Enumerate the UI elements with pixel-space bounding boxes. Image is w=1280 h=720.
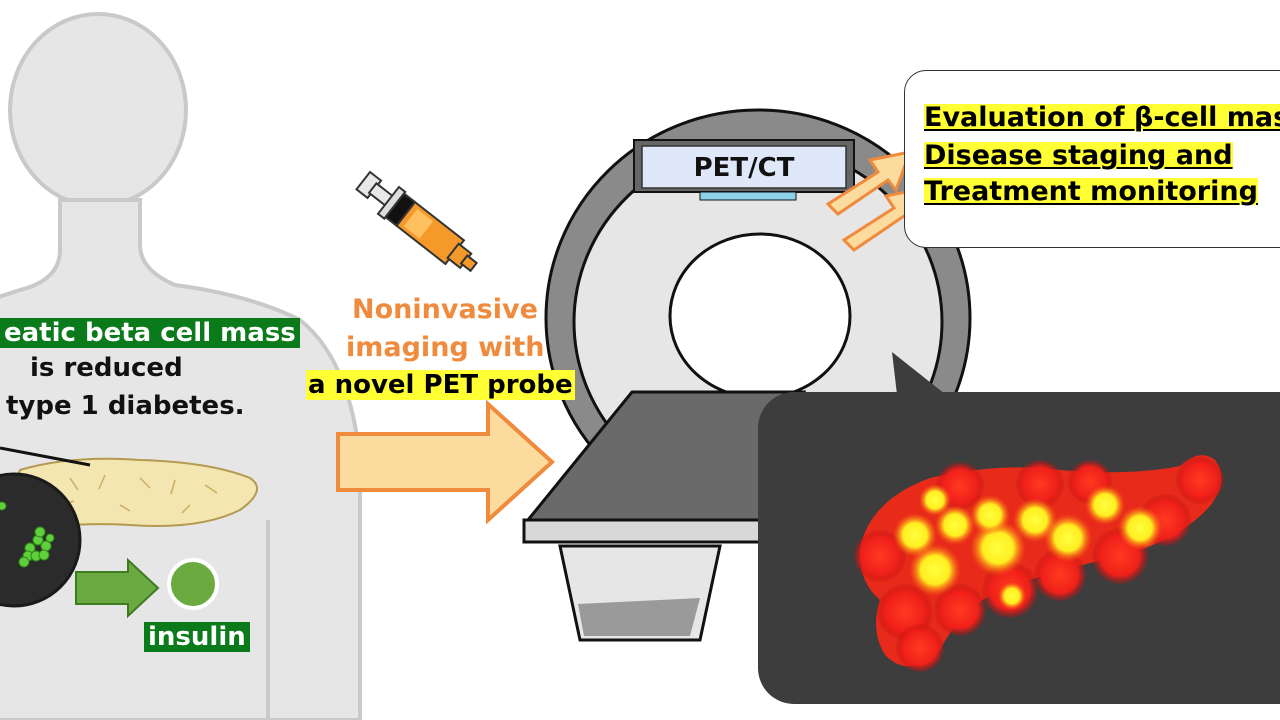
imaging-with-label: imaging with xyxy=(346,332,545,363)
insulin-label: insulin xyxy=(144,622,250,652)
noninvasive-label: Noninvasive xyxy=(352,294,538,325)
outcome-item: Treatment monitoring xyxy=(924,176,1258,207)
outcome-item: Evaluation of β-cell mas xyxy=(924,104,1280,131)
imaging-arrow xyxy=(336,399,555,525)
insulin-icon xyxy=(167,558,219,610)
reduced-label: is reduced xyxy=(30,353,183,383)
syringe-icon xyxy=(355,170,479,273)
pancreas-pet-image xyxy=(854,455,1224,672)
pet-ct-label: PET/CT xyxy=(693,153,795,183)
beta-cell-mass-label: eatic beta cell mass xyxy=(0,318,300,348)
pet-probe-label: a novel PET probe xyxy=(306,370,575,400)
islet-zoom-circle xyxy=(0,472,82,608)
outcome-item: Disease staging and xyxy=(924,140,1233,171)
type1-diabetes-label: type 1 diabetes. xyxy=(6,391,245,421)
secretion-arrow xyxy=(75,557,160,619)
pointer-line xyxy=(0,446,91,467)
